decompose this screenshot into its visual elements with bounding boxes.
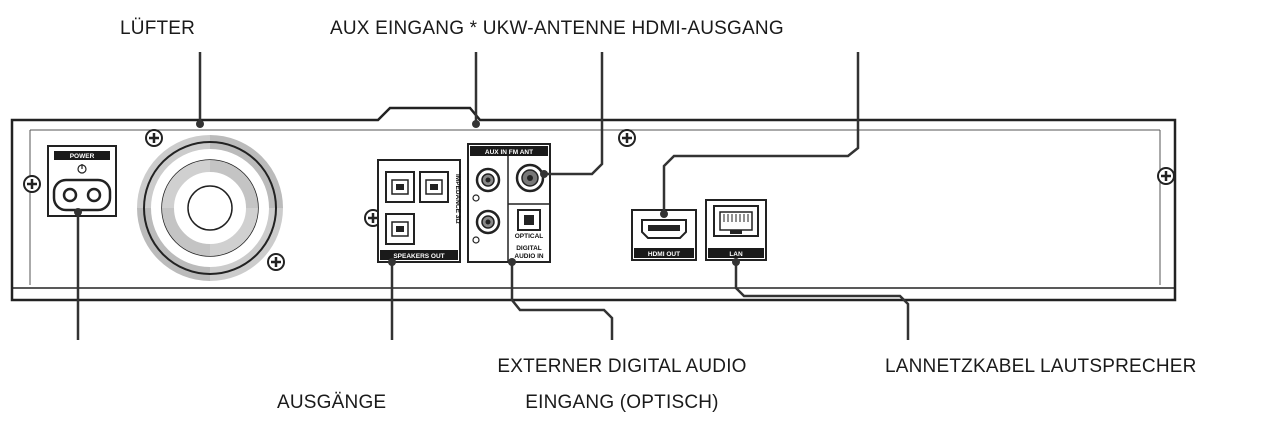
screw-icon xyxy=(618,129,636,147)
power-socket-icon xyxy=(52,178,112,212)
speaker-terminal-fl-icon xyxy=(385,171,415,203)
power-symbol-icon xyxy=(77,164,87,174)
rca-jack-icon xyxy=(475,167,501,193)
hdmi-out-label: HDMI OUT xyxy=(648,251,680,258)
hdmi-out-block: HDMI OUT xyxy=(631,209,697,261)
hdmi-port-icon xyxy=(641,219,687,239)
lan-label: LAN xyxy=(729,251,743,258)
chassis xyxy=(10,106,1177,302)
leader-optical xyxy=(510,262,614,340)
callout-optical-line1: EXTERNER DIGITAL AUDIO xyxy=(497,356,747,377)
leader-endpoints xyxy=(74,120,740,266)
fan-grille-icon xyxy=(137,135,283,281)
ethernet-port-icon xyxy=(713,205,759,237)
speaker-terminal-fr-icon xyxy=(419,171,449,203)
callout-fan: LÜFTER xyxy=(120,18,196,39)
rca-jack-icon xyxy=(475,209,501,235)
audio-in-label: AUDIO IN xyxy=(514,253,544,260)
optical-port-icon xyxy=(517,209,541,231)
digital-label: DIGITAL xyxy=(516,245,542,252)
callout-lan-group: LANNETZKABEL LAUTSPRECHER xyxy=(885,356,1197,377)
callout-top-group: AUX EINGANG * UKW-ANTENNE HDMI-AUSGANG xyxy=(330,18,784,39)
lan-block: LAN xyxy=(705,199,767,261)
callout-speakers-line2: AUSGÄNGE xyxy=(277,392,387,413)
screw-icon xyxy=(1157,167,1175,185)
screw-icon xyxy=(23,175,41,193)
leader-fm xyxy=(544,52,604,176)
speakers-out-label: SPEAKERS OUT xyxy=(393,253,444,260)
aux-fm-label: AUX IN FM ANT xyxy=(485,149,533,156)
power-block: POWER xyxy=(47,145,117,217)
speakers-out-block: SPEAKERS OUT IMPEDANCE 3Ω xyxy=(377,159,461,263)
screw-icon xyxy=(267,253,285,271)
callout-optical-line2: EINGANG (OPTISCH) xyxy=(525,392,719,413)
leader-lines xyxy=(76,52,910,340)
impedance-label: IMPEDANCE 3Ω xyxy=(454,174,461,224)
power-label: POWER xyxy=(70,153,95,160)
speaker-terminal-sw-icon xyxy=(385,213,415,245)
screw-icon xyxy=(145,129,163,147)
leader-lan xyxy=(734,262,910,340)
fm-antenna-jack-icon xyxy=(515,163,545,193)
screws xyxy=(23,129,1175,271)
aux-fm-optical-block: AUX IN FM ANT OPTICAL DIGITAL AUDIO IN xyxy=(467,143,551,263)
leader-hdmi xyxy=(662,52,860,214)
optical-label: OPTICAL xyxy=(515,233,544,240)
